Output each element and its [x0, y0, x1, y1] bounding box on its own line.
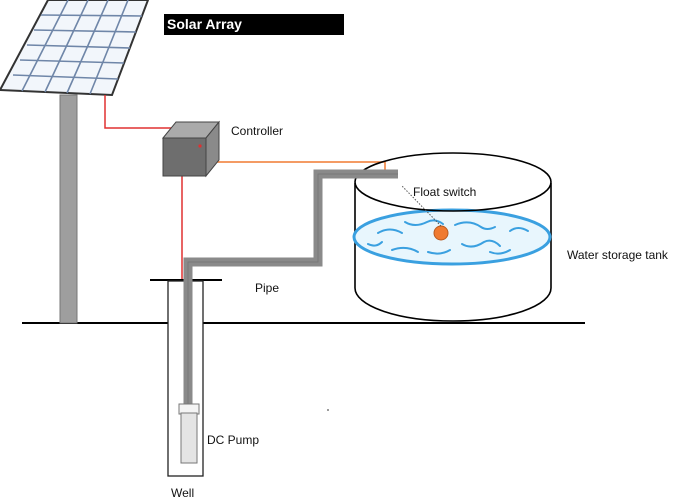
float-switch [433, 225, 449, 241]
controller-label: Controller [231, 124, 284, 138]
float-switch-label: Float switch [413, 185, 477, 199]
water-storage-tank [352, 152, 552, 322]
dc-pump [178, 403, 200, 464]
power-wire-panel [104, 95, 181, 135]
pipe [183, 169, 398, 408]
solar-panel [0, 0, 150, 97]
pipe-label: Pipe [255, 281, 280, 295]
controller [161, 120, 221, 178]
diagram-title: Solar Array [164, 14, 344, 35]
water-surface [352, 208, 552, 266]
float-signal-wire [207, 161, 386, 172]
well-label: Well [171, 486, 195, 500]
water-storage-tank-label: Water storage tank [567, 248, 668, 262]
dc-pump-label: DC Pump [207, 433, 260, 447]
panel-support-pole [59, 94, 78, 324]
